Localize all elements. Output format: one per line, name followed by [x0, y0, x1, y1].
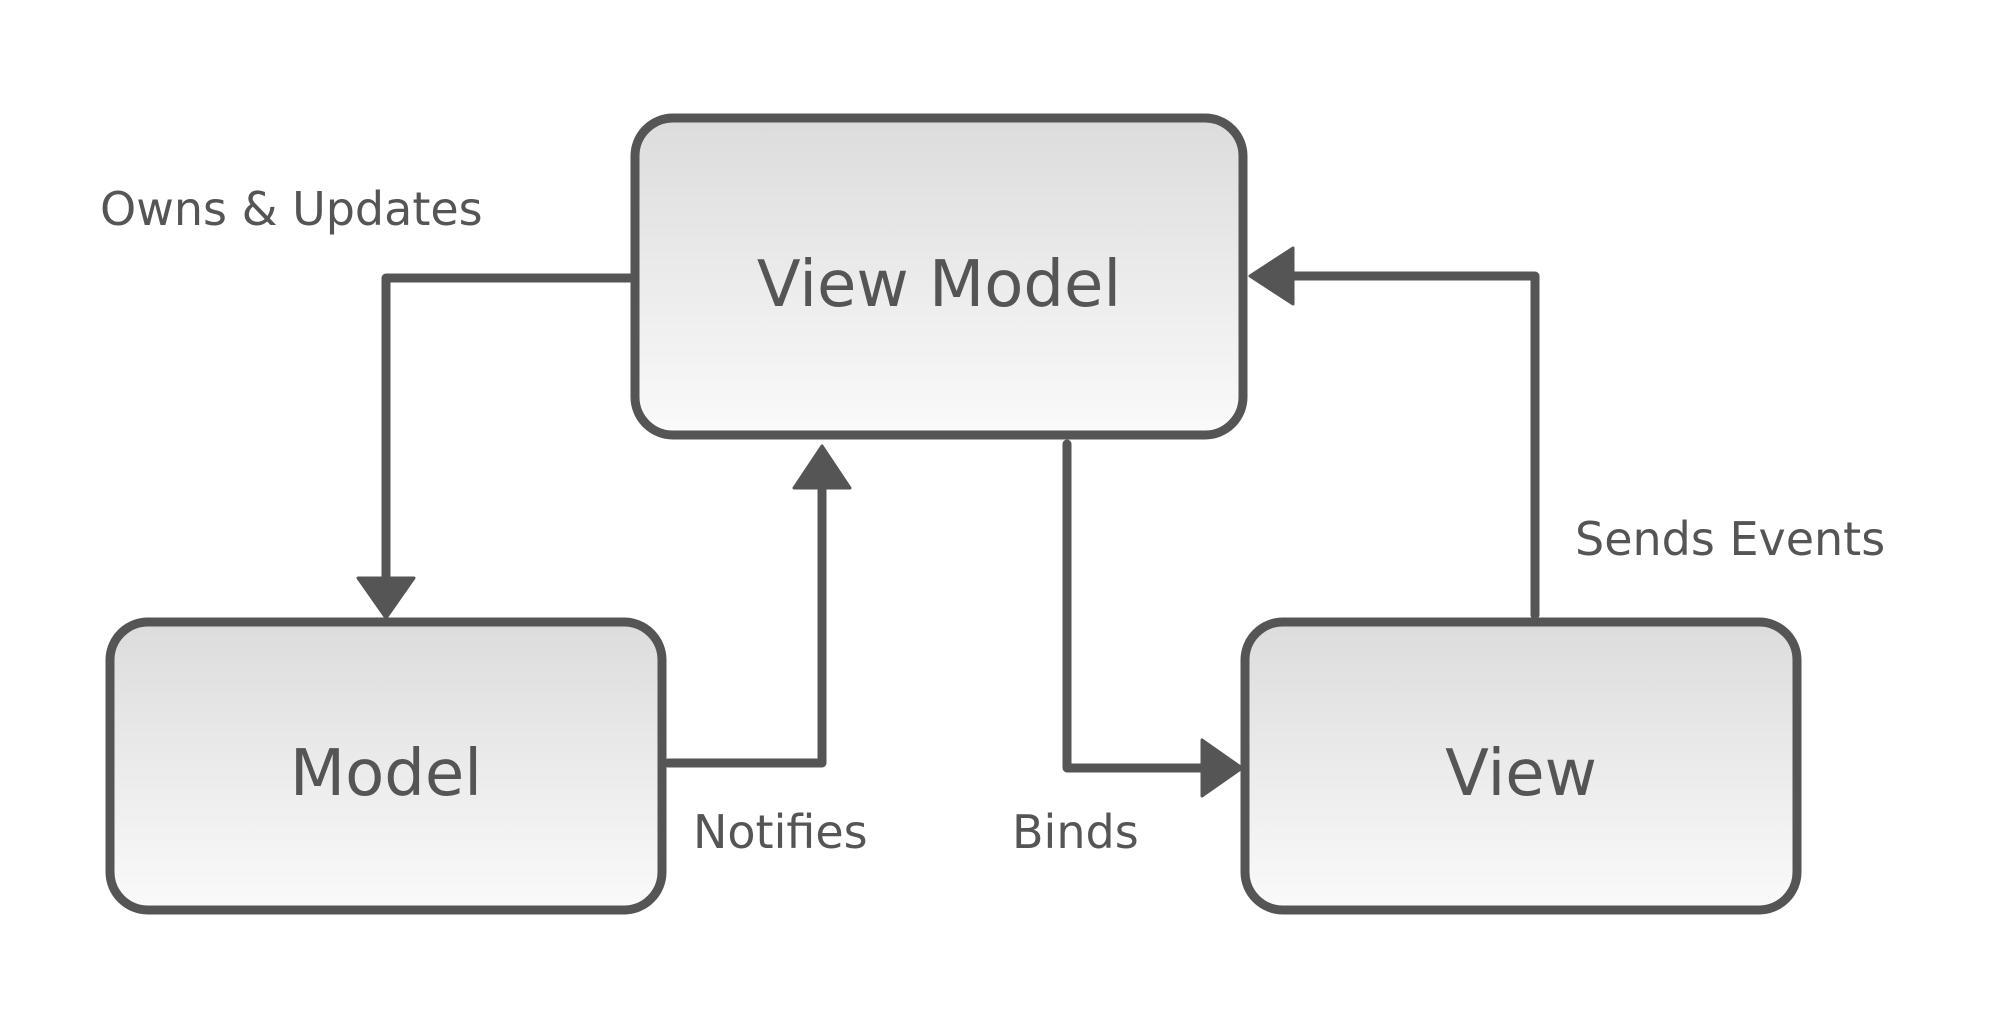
model-label: Model	[290, 737, 482, 811]
notifies-label: Notifies	[693, 805, 868, 859]
owns-updates-line	[381, 273, 637, 590]
edge-notifies: Notifies	[663, 444, 868, 859]
edge-sends-events: Sends Events	[1248, 246, 1885, 620]
sends-events-arrowhead	[1248, 246, 1295, 306]
model-box	[105, 617, 667, 915]
view-label: View	[1445, 737, 1597, 811]
edge-binds: Binds	[1012, 439, 1244, 859]
edge-owns-updates: Owns & Updates	[100, 182, 637, 620]
binds-label: Binds	[1012, 805, 1139, 859]
notifies-line	[663, 480, 827, 768]
view-box	[1240, 617, 1802, 915]
sends-events-label: Sends Events	[1575, 512, 1885, 566]
owns-updates-label: Owns & Updates	[100, 182, 483, 236]
binds-arrowhead	[1200, 738, 1244, 798]
notifies-arrowhead	[792, 444, 852, 490]
view-model-label: View Model	[757, 248, 1121, 322]
owns-updates-arrowhead	[356, 576, 416, 620]
binds-line	[1062, 439, 1210, 773]
sends-events-line	[1285, 271, 1540, 620]
node-view: View	[1240, 617, 1802, 915]
node-view-model: View Model	[630, 113, 1248, 440]
node-model: Model	[105, 617, 667, 915]
